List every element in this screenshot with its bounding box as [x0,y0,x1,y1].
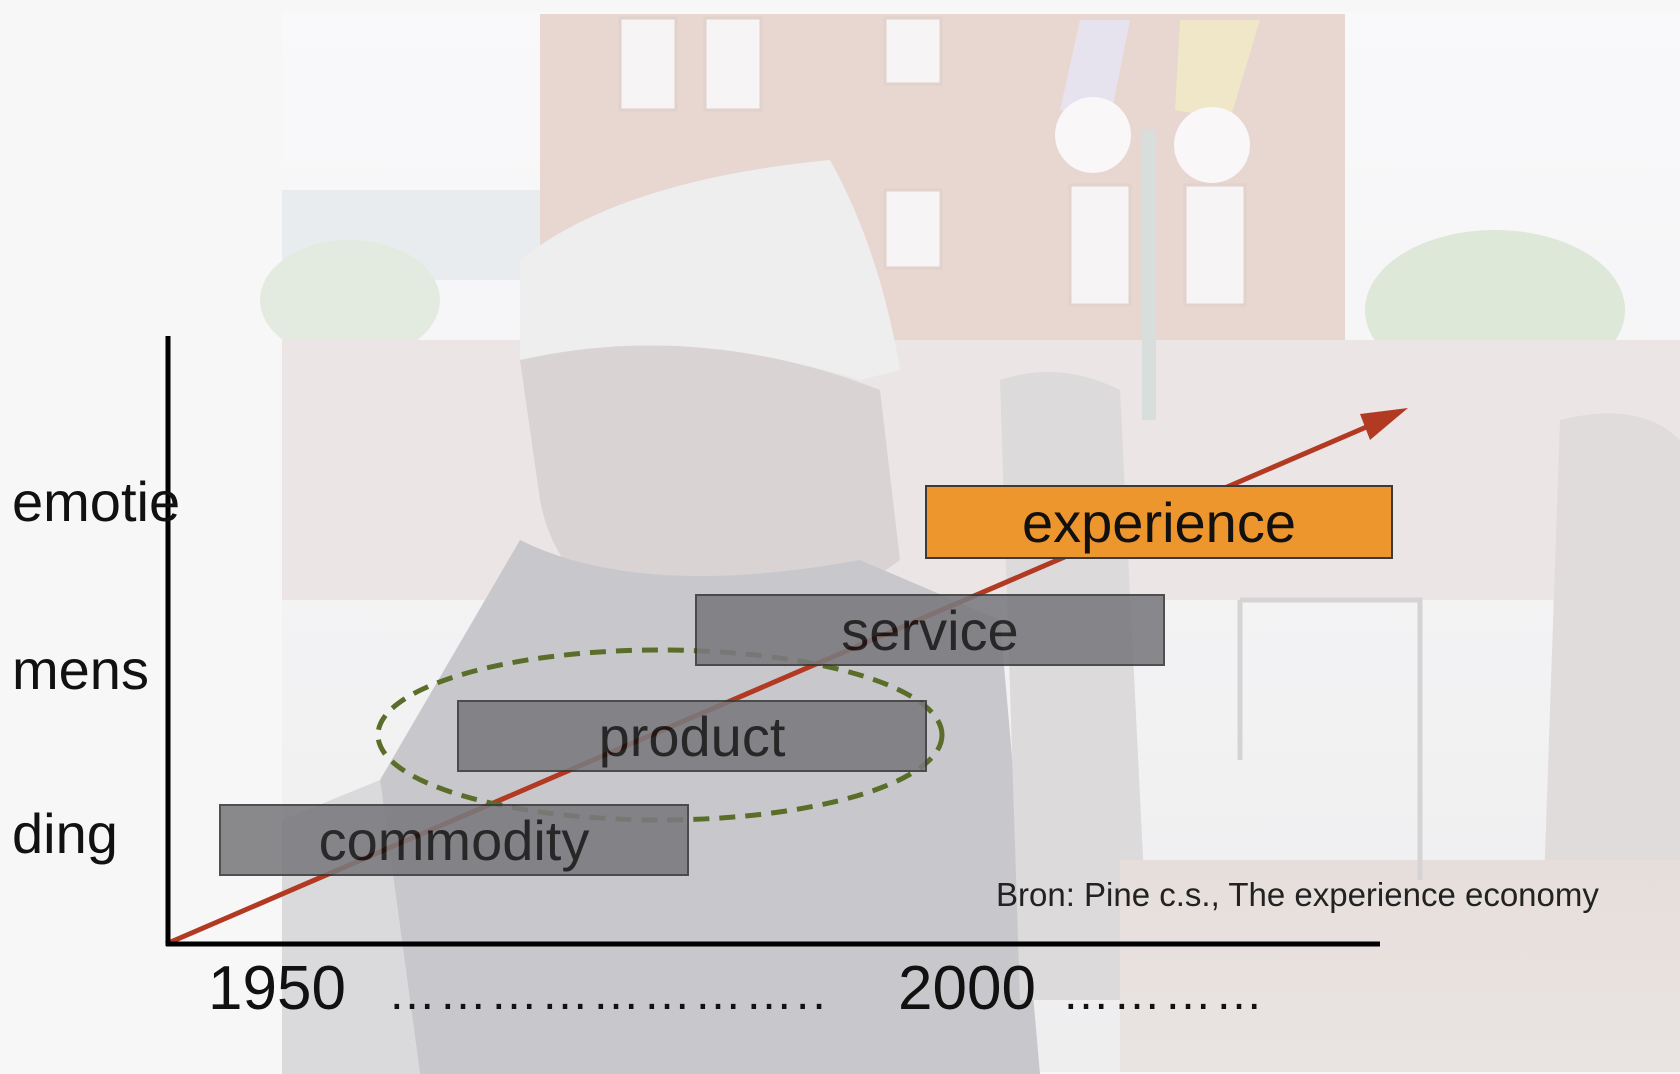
source-citation: Bron: Pine c.s., The experience economy [996,876,1599,913]
product-highlight-ellipse [375,647,945,823]
growth-arrow-head [1360,408,1408,440]
stage-service: service [695,594,1165,666]
x-label-1950: 1950 [208,954,346,1023]
y-label-thing: ding [12,802,118,865]
stage-commodity: commodity [219,804,689,876]
stage-experience: experience [925,485,1393,559]
y-label-person: mens [12,638,149,701]
x-label-dots-1: …………………….. [388,967,829,1020]
y-label-emotion: emotie [12,470,181,533]
x-label-2000: 2000 [898,954,1036,1023]
stage-product: product [457,700,927,772]
x-label-dots-2: ………… [1062,967,1266,1020]
